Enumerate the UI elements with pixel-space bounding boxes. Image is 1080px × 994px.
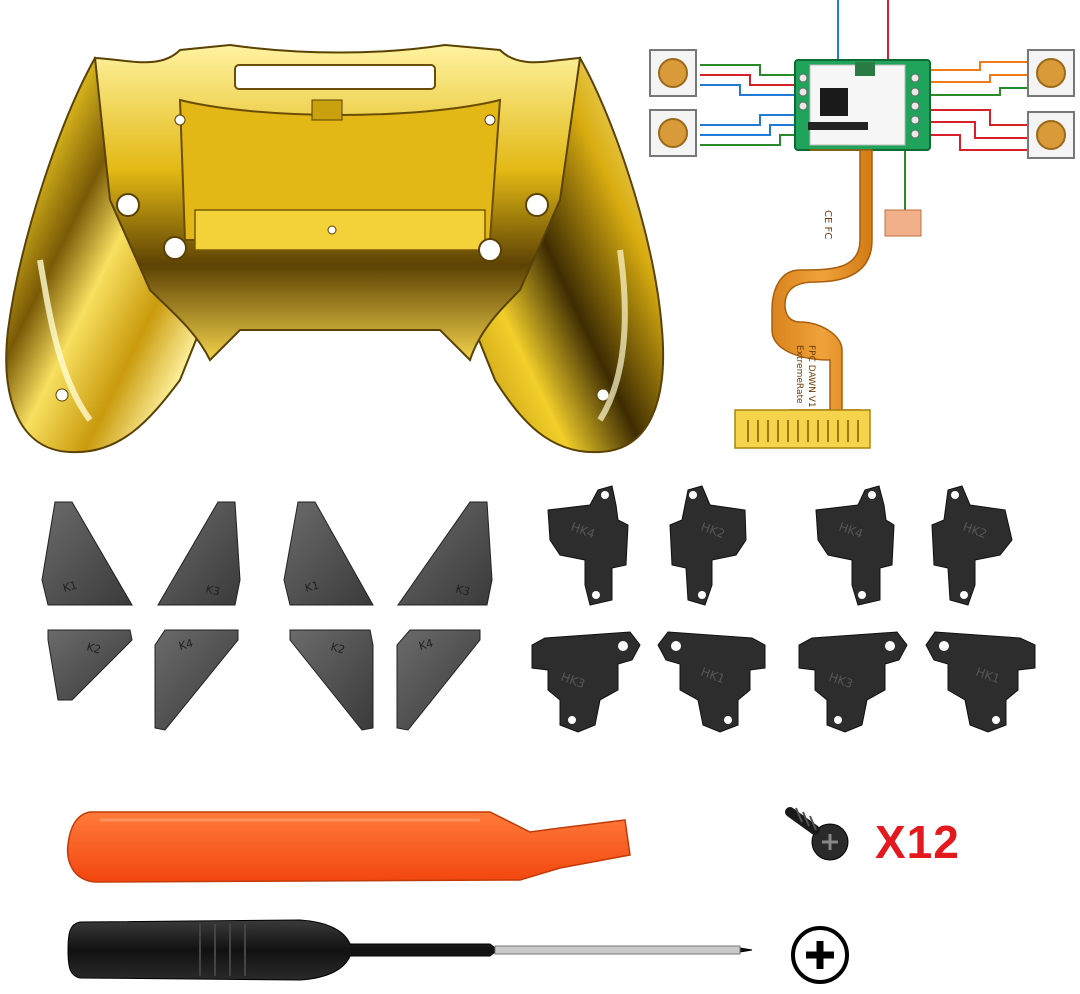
tactile-switch [1027,49,1075,97]
svg-text:K2: K2 [329,640,346,656]
trigger-cap: K3 [157,501,241,606]
board-certification-marks: CE FC [822,210,833,239]
svg-text:K4: K4 [417,637,434,653]
trigger-cap: K1 [283,501,374,606]
flex-cable-model: FPC DAWN V1 [806,345,816,408]
trigger-cap: K3 [397,501,493,606]
paddle-button: HK4 [547,485,629,606]
paddle-button: HK2 [669,485,747,606]
tactile-switch [1027,111,1075,159]
tactile-switch [649,109,697,157]
flex-cable-brand: ExtremeRate [794,345,804,404]
svg-text:K1: K1 [303,579,320,595]
screw [785,807,849,861]
svg-text:K1: K1 [61,579,78,595]
svg-text:K3: K3 [454,582,471,598]
gold-chrome-back-shell [5,43,665,454]
trigger-cap: K4 [396,629,481,731]
phillips-screwdriver [67,919,753,981]
tactile-switch [649,49,697,97]
paddle-button: HK4 [815,485,895,606]
paddle-button: HK1 [925,631,1036,733]
phillips-cross-icon [791,926,849,984]
svg-text:K4: K4 [177,637,194,653]
trigger-cap: K2 [47,629,133,701]
orange-pry-tool [66,811,631,883]
svg-text:K3: K3 [204,582,221,598]
paddle-button: HK2 [931,485,1013,606]
paddle-button: HK3 [798,631,908,733]
paddle-buttons: HK4 HK2 HK4 HK2 HK3 HK1 [531,485,1036,733]
trigger-cap: K4 [154,629,239,731]
paddle-button: HK1 [657,631,766,733]
trigger-cap: K2 [289,629,374,731]
trigger-caps: K1 K3 K1 K3 K2 K4 K2 K4 [41,501,493,731]
remap-pcb-board: ExtremeRate FPC DAWN V1 CE FC [649,0,1075,449]
trigger-cap: K1 [41,501,133,606]
svg-text:K2: K2 [85,640,102,656]
paddle-button: HK3 [531,631,641,733]
screw-quantity-label: X12 [875,816,960,868]
